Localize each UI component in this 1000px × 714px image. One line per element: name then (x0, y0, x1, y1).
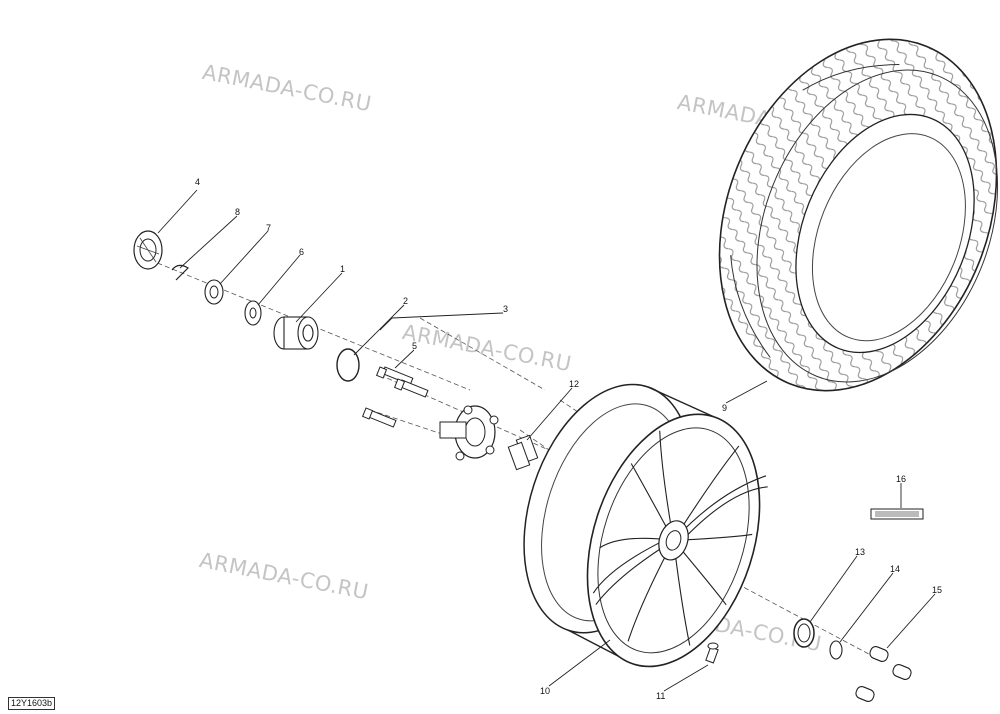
callout-5: 5 (412, 341, 418, 351)
dust-cap (133, 230, 163, 270)
bolts (361, 366, 429, 428)
callout-15: 15 (932, 585, 943, 595)
bearing (273, 316, 319, 350)
tire (718, 38, 999, 392)
decal (870, 508, 924, 520)
cotter-pin (171, 264, 189, 281)
wheel-rim (523, 383, 768, 668)
seal (204, 279, 224, 305)
callout-2: 2 (403, 296, 409, 306)
callout-14: 14 (890, 564, 901, 574)
callout-13: 13 (855, 547, 866, 557)
callout-8: 8 (235, 207, 241, 217)
callout-4: 4 (195, 177, 201, 187)
callout-11: 11 (656, 691, 666, 701)
spacer (507, 434, 539, 471)
center-cap (793, 618, 815, 648)
callout-16: 16 (896, 474, 907, 484)
callout-6: 6 (299, 247, 305, 257)
wheel-hub (439, 405, 499, 461)
callout-3: 3 (503, 304, 509, 314)
circlip (336, 348, 360, 382)
callout-10: 10 (540, 686, 551, 696)
callout-9: 9 (722, 403, 728, 413)
washer (244, 300, 262, 326)
callout-7: 7 (266, 223, 272, 233)
lug-nuts (855, 646, 912, 702)
leader-lines (157, 189, 936, 692)
diagram-code: 12Y1603b (8, 697, 56, 710)
callout-1: 1 (340, 264, 346, 274)
valve-stem (705, 642, 719, 664)
lug-washer (829, 640, 843, 660)
callout-12: 12 (569, 379, 580, 389)
